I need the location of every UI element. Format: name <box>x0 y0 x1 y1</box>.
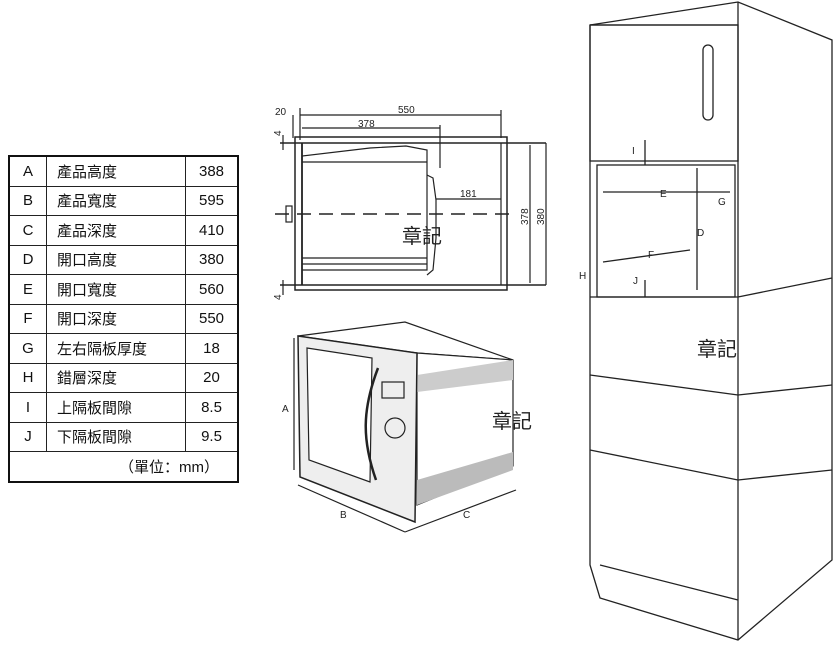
label-i: I <box>632 146 635 157</box>
spec-value: 595 <box>185 185 239 216</box>
spec-name: 開口深度 <box>46 303 186 334</box>
spec-value: 20 <box>185 362 239 393</box>
label-g: G <box>718 197 726 208</box>
dim-550: 550 <box>398 105 415 116</box>
label-b: B <box>340 510 347 521</box>
spec-key: A <box>8 155 47 187</box>
label-e: E <box>660 189 667 200</box>
spec-value: 560 <box>185 274 239 305</box>
spec-value: 380 <box>185 244 239 275</box>
dim-4-top: 4 <box>273 130 284 136</box>
spec-name: 產品寬度 <box>46 185 186 216</box>
spec-name: 產品高度 <box>46 155 186 187</box>
spec-name: 左右隔板厚度 <box>46 333 186 364</box>
label-c: C <box>463 510 470 521</box>
watermark: 章記 <box>402 226 442 248</box>
dim-378-top: 378 <box>358 119 375 130</box>
oven-perspective: A B C <box>282 321 517 533</box>
spec-value: 388 <box>185 155 239 187</box>
unit-row: （單位：mm） <box>8 451 239 482</box>
spec-value: 18 <box>185 333 239 364</box>
label-a: A <box>282 404 289 415</box>
dim-181: 181 <box>460 189 477 200</box>
unit-label: （單位：mm） <box>8 451 239 482</box>
dim-380-vertical: 380 <box>536 208 547 225</box>
dim-378-vertical: 378 <box>520 208 531 225</box>
label-d: D <box>697 228 704 239</box>
spec-key: B <box>8 185 47 216</box>
label-h: H <box>579 271 586 282</box>
spec-name: 開口高度 <box>46 244 186 275</box>
spec-value: 9.5 <box>185 421 239 452</box>
cabinet-view: I E G D F H J <box>579 1 833 641</box>
spec-key: E <box>8 274 47 305</box>
watermark: 章記 <box>492 411 532 433</box>
spec-name: 產品深度 <box>46 215 186 246</box>
dim-20: 20 <box>275 107 287 118</box>
spec-key: I <box>8 392 47 423</box>
label-j: J <box>633 276 638 287</box>
spec-name: 開口寬度 <box>46 274 186 305</box>
spec-key: F <box>8 303 47 334</box>
spec-name: 上隔板間隙 <box>46 392 186 423</box>
spec-value: 410 <box>185 215 239 246</box>
dim-4-bottom: 4 <box>273 294 284 300</box>
spec-name: 下隔板間隙 <box>46 421 186 452</box>
watermark: 章記 <box>697 339 737 361</box>
spec-key: J <box>8 421 47 452</box>
label-f: F <box>648 250 654 261</box>
spec-key: C <box>8 215 47 246</box>
side-view: 20 550 378 181 378 380 4 4 <box>273 105 547 300</box>
